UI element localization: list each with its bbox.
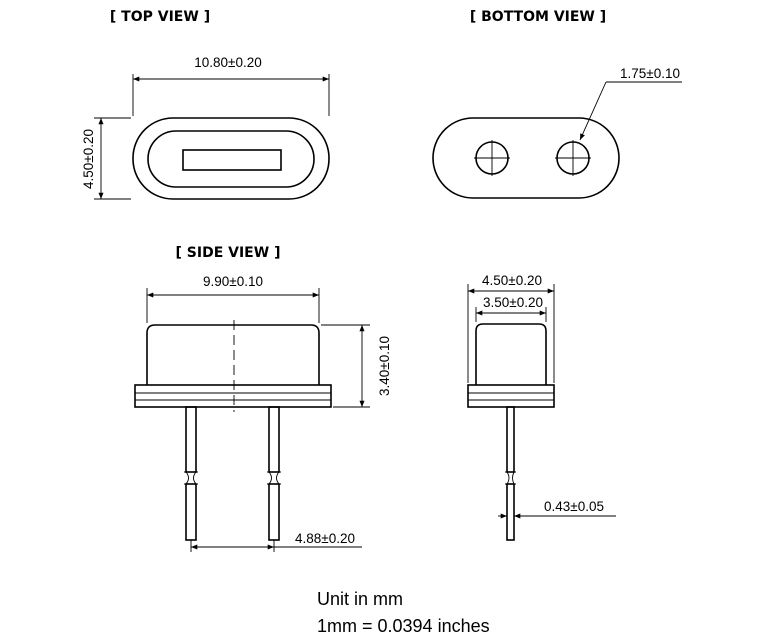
bottom-view-title: [ BOTTOM VIEW ] xyxy=(470,9,606,25)
side-view: 9.90±0.10 3.40±0.10 4.88±0.20 xyxy=(134,274,392,552)
top-length-label: 10.80±0.20 xyxy=(194,55,261,70)
unit-note: Unit in mm xyxy=(317,589,403,609)
end-outer-width-label: 4.50±0.20 xyxy=(482,273,542,288)
end-inner-width-label: 3.50±0.20 xyxy=(483,295,543,310)
top-view-lid-outline xyxy=(147,130,315,188)
end-view: 4.50±0.20 3.50±0.20 0.43±0.05 xyxy=(467,273,616,541)
bottom-view-body-outline xyxy=(432,117,620,199)
side-view-can xyxy=(146,324,320,385)
pin-hole-leader xyxy=(579,81,607,141)
side-view-base xyxy=(134,384,332,408)
top-view-marking-window xyxy=(182,149,282,171)
pin-diameter-label: 0.43±0.05 xyxy=(544,499,604,514)
top-view: 10.80±0.20 4.50±0.20 xyxy=(81,55,330,200)
bottom-view: 1.75±0.10 xyxy=(432,66,682,199)
end-view-lead xyxy=(505,406,516,541)
end-view-base xyxy=(467,384,555,408)
pin-hole-label: 1.75±0.10 xyxy=(620,66,680,81)
side-height-label: 3.40±0.10 xyxy=(377,336,392,396)
side-view-leads xyxy=(184,406,281,541)
side-view-title: [ SIDE VIEW ] xyxy=(176,245,281,261)
conversion-note: 1mm = 0.0394 inches xyxy=(317,616,490,636)
pin-pitch-label: 4.88±0.20 xyxy=(295,531,355,546)
top-view-body-outline xyxy=(132,117,330,200)
end-view-can xyxy=(475,323,547,385)
top-width-label: 4.50±0.20 xyxy=(81,129,96,189)
top-view-title: [ TOP VIEW ] xyxy=(110,9,210,25)
side-length-label: 9.90±0.10 xyxy=(203,274,263,289)
